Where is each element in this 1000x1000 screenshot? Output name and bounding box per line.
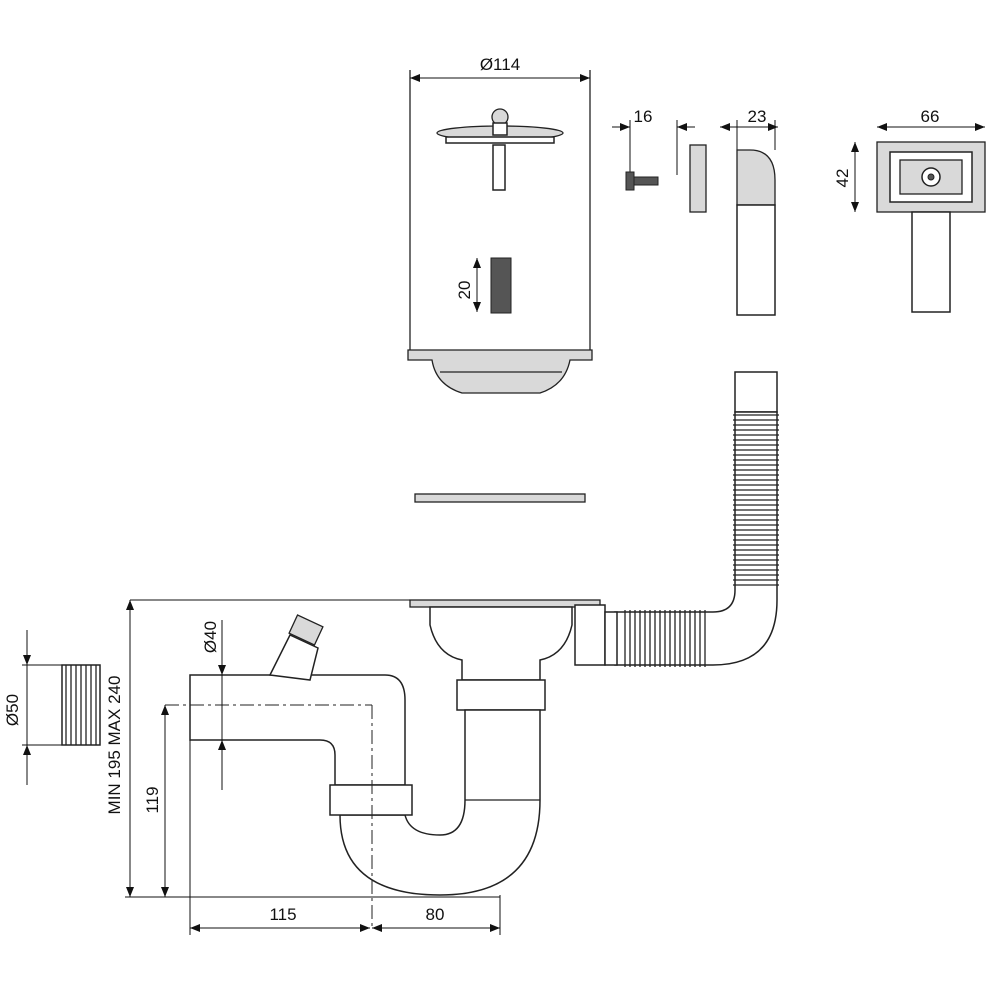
- dim-overflow-head-width: 66: [921, 107, 940, 126]
- dim-height-range: MIN 195 MAX 240: [105, 676, 124, 815]
- dim-thread-length: 20: [455, 281, 474, 300]
- overflow-side-view: [720, 120, 778, 316]
- dim-side-inlet-diameter: Ø40: [201, 621, 220, 653]
- overflow-front-view: [851, 123, 986, 313]
- corrugated-outlet-connector: [22, 630, 101, 785]
- siphon-assembly: [189, 599, 618, 896]
- dim-screw-length: 16: [634, 107, 653, 126]
- strainer-basket: [407, 70, 593, 394]
- dim-overflow-head-height: 42: [833, 169, 852, 188]
- dim-trap-offset: 80: [426, 905, 445, 924]
- flexible-overflow-hose: [614, 371, 779, 667]
- dim-strainer-diameter: Ø114: [480, 55, 520, 74]
- dim-outlet-offset: 115: [269, 905, 296, 924]
- overflow-gasket: [689, 144, 707, 213]
- flat-gasket: [414, 493, 586, 503]
- dim-outlet-height: 119: [143, 786, 162, 813]
- dim-overflow-width: 23: [748, 107, 767, 126]
- screw: [612, 120, 695, 191]
- dim-outlet-diameter: Ø50: [3, 694, 22, 726]
